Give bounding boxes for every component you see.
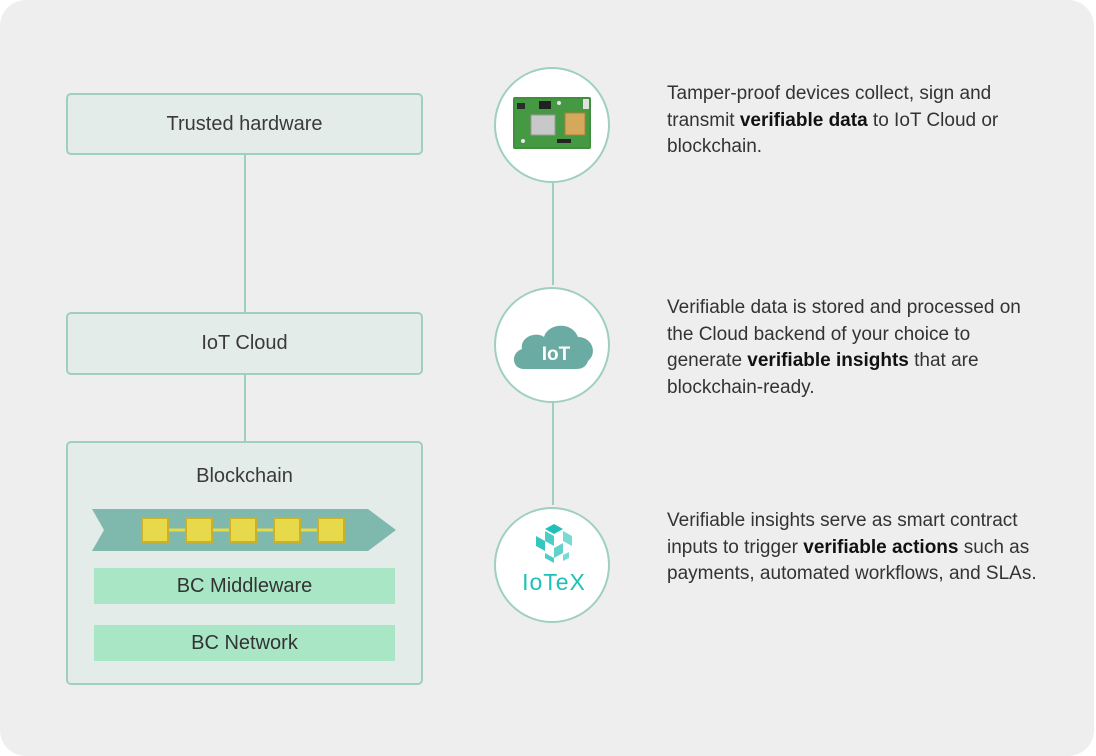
connector-line <box>552 183 554 285</box>
bc-middleware-label: BC Middleware <box>176 574 313 597</box>
chain-block <box>141 517 169 543</box>
trusted-hardware-box: Trusted hardware <box>66 93 423 155</box>
description-cloud: Verifiable data is stored and processed … <box>667 297 1021 398</box>
highlight-verifiable-insights: verifiable insights <box>747 350 909 371</box>
trusted-hardware-label: Trusted hardware <box>166 112 323 135</box>
bc-network-label: BC Network <box>191 631 298 654</box>
iotex-circle: IoTeX <box>494 507 610 623</box>
chain-block <box>185 517 213 543</box>
chain-block <box>317 517 345 543</box>
connector-line <box>244 374 246 442</box>
iot-cloud-icon: IoT <box>513 325 593 369</box>
cloud-label: IoT <box>542 344 571 365</box>
blockchain-chain-icon <box>92 509 396 551</box>
connector-line <box>244 154 246 314</box>
description-hardware: Tamper-proof devices collect, sign and t… <box>667 83 999 157</box>
chain-block <box>229 517 257 543</box>
iot-cloud-box: IoT Cloud <box>66 312 423 375</box>
highlight-verifiable-data: verifiable data <box>739 109 868 131</box>
connector-line <box>552 403 554 505</box>
highlight-verifiable-actions: verifiable actions <box>803 536 959 558</box>
blockchain-label: Blockchain <box>196 465 293 487</box>
cloud-circle: IoT <box>494 287 610 403</box>
bc-network-bar: BC Network <box>94 625 395 661</box>
circuit-board-icon <box>513 97 591 149</box>
iot-cloud-label: IoT Cloud <box>201 332 288 354</box>
hardware-circle <box>494 67 610 183</box>
iotex-logo-icon <box>536 524 572 563</box>
iotex-wordmark: IoTeX <box>522 569 586 595</box>
description-actions: Verifiable insights serve as smart contr… <box>667 510 1037 584</box>
bc-middleware-bar: BC Middleware <box>94 568 395 604</box>
chain-block <box>273 517 301 543</box>
